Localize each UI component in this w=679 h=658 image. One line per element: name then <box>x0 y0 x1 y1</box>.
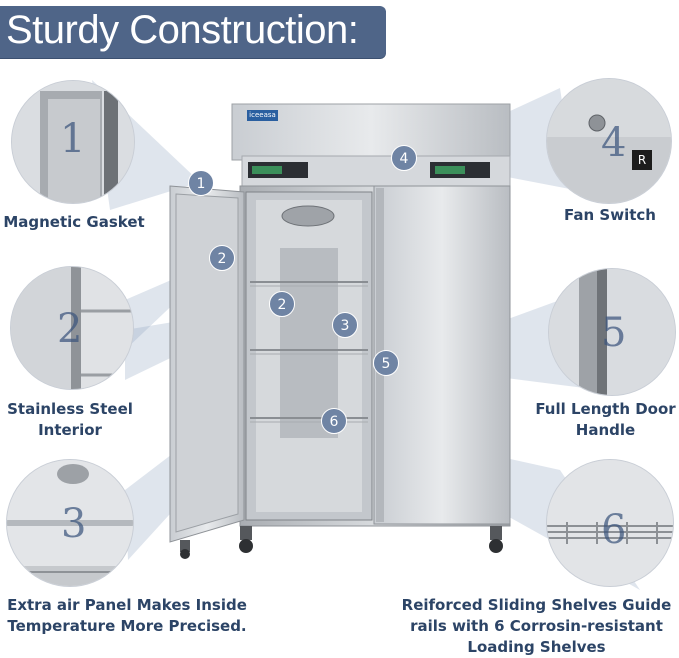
marker-3: 3 <box>332 312 358 338</box>
marker-5: 5 <box>373 350 399 376</box>
detail-circle-3: 3 <box>6 459 134 587</box>
fan-switch-key: R <box>632 150 652 170</box>
caption-magnetic-gasket: Magnetic Gasket <box>3 213 145 231</box>
detail-number-6: 6 <box>601 507 627 553</box>
detail-circle-6: 6 <box>546 459 674 587</box>
refrigerator-illustration <box>169 103 511 559</box>
detail-number-3: 3 <box>61 501 87 547</box>
detail-circle-5: 5 <box>548 268 676 396</box>
detail-circle-1: 1 <box>11 80 135 204</box>
page-title: Sturdy Construction: <box>6 8 359 52</box>
marker-2a: 2 <box>209 245 235 271</box>
caption-air-panel: Extra air Panel Makes Inside Temperature… <box>7 596 247 635</box>
marker-6: 6 <box>321 408 347 434</box>
title-banner: Sturdy Construction: <box>0 6 386 58</box>
detail-circle-4: 4 <box>546 78 672 204</box>
marker-2b: 2 <box>269 291 295 317</box>
caption-shelves: Reiforced Sliding Shelves Guide rails wi… <box>401 596 672 656</box>
caption-stainless-interior: Stainless Steel Interior <box>7 400 133 439</box>
marker-4: 4 <box>391 145 417 171</box>
detail-number-1: 1 <box>60 116 86 162</box>
detail-number-2: 2 <box>57 306 83 352</box>
detail-circle-2: 2 <box>10 266 134 390</box>
marker-1: 1 <box>188 170 214 196</box>
detail-number-4: 4 <box>601 120 627 166</box>
caption-fan-switch: Fan Switch <box>564 206 656 224</box>
caption-door-handle: Full Length Door Handle <box>535 400 676 439</box>
brand-logo: iceeasa <box>247 110 278 121</box>
detail-number-5: 5 <box>601 310 627 356</box>
